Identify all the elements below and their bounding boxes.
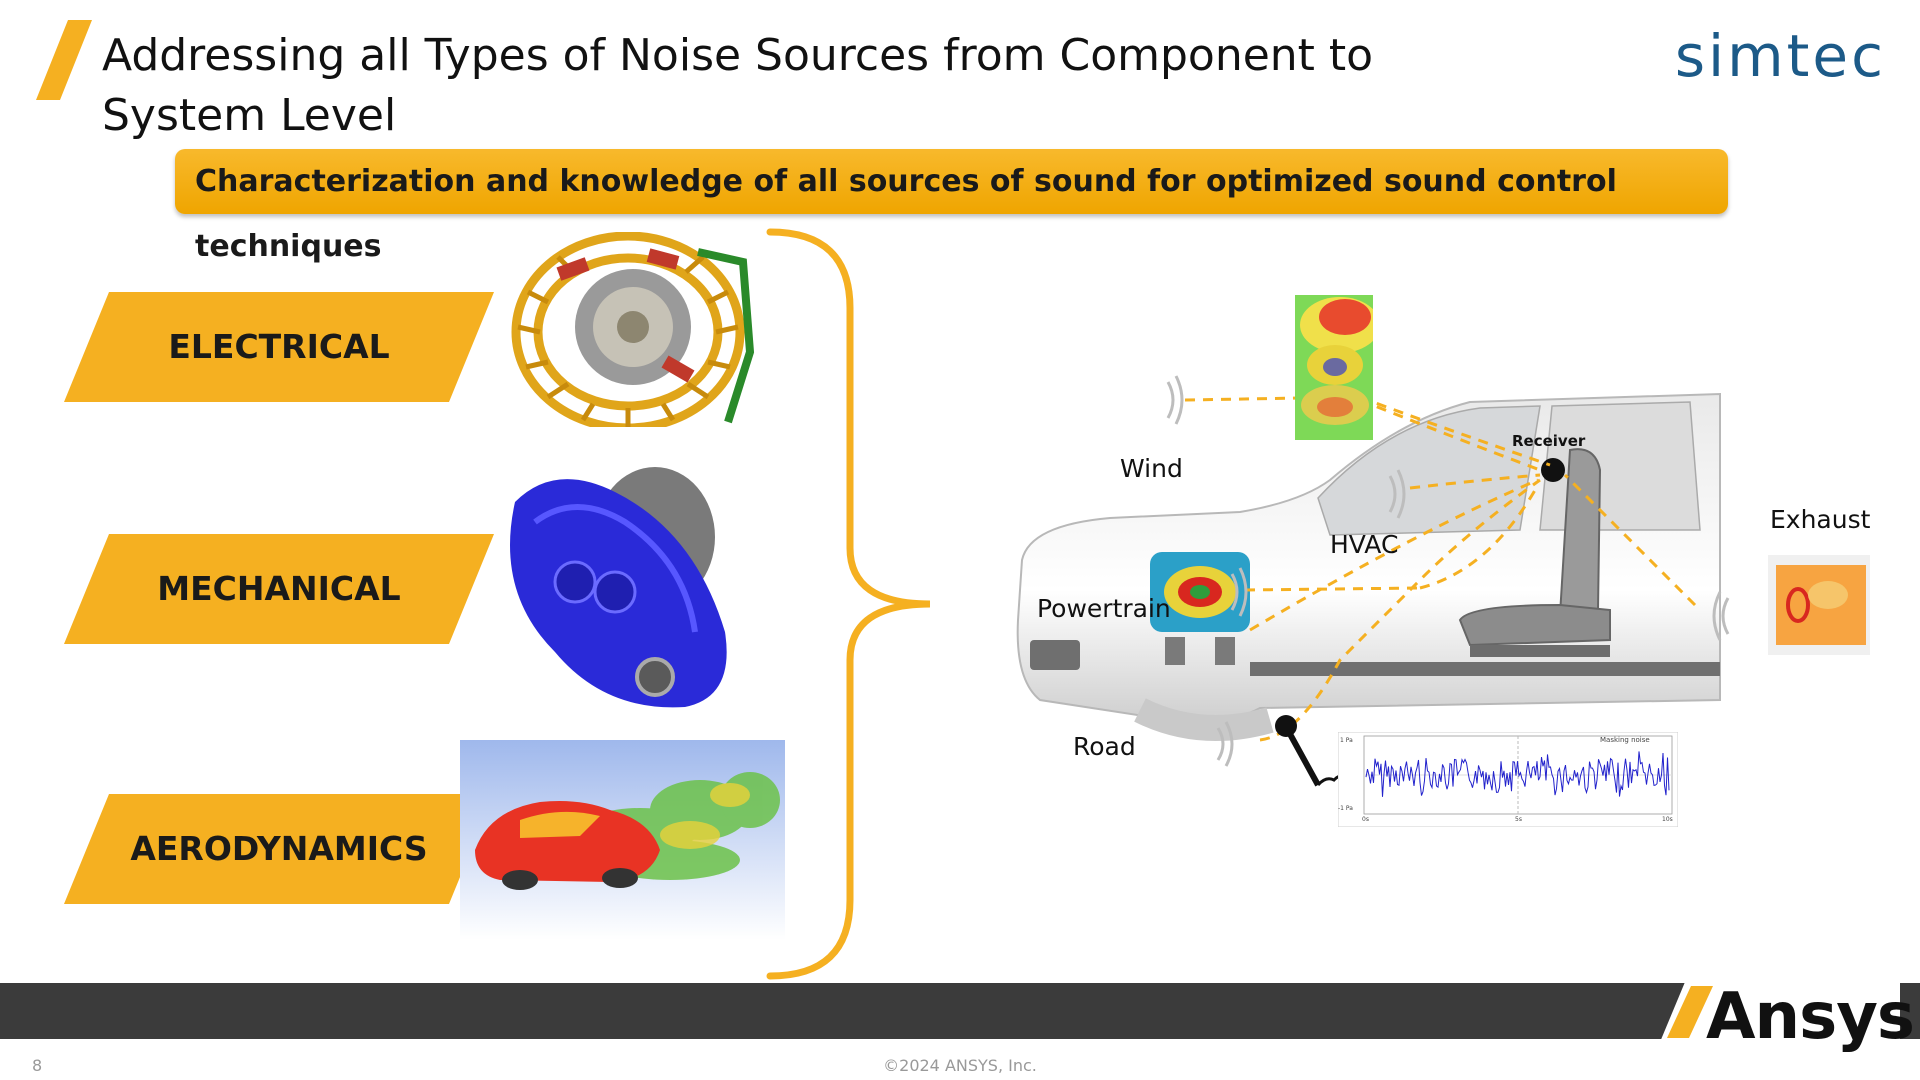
wind-label: Wind <box>1120 454 1183 483</box>
waveform-x-tick: 10s <box>1662 816 1673 823</box>
masking-noise-waveform-plot <box>1338 732 1678 827</box>
electric-motor-winding-image <box>511 232 755 427</box>
copyright-text: ©2024 ANSYS, Inc. <box>883 1056 1037 1075</box>
exhaust-component-image <box>1768 555 1870 655</box>
slide-title: Addressing all Types of Noise Sources fr… <box>102 30 1374 141</box>
hvac-label: HVAC <box>1330 530 1399 559</box>
wind-pressure-contour-image <box>1295 295 1373 440</box>
grouping-brace <box>766 228 931 980</box>
category-electrical-label: ELECTRICAL <box>168 327 390 366</box>
subtitle-banner: Characterization and knowledge of all so… <box>175 149 1728 264</box>
waveform-y-top: 1 Pa <box>1340 737 1353 744</box>
page-number: 8 <box>32 1056 43 1075</box>
category-mechanical: MECHANICAL <box>64 534 494 644</box>
category-electrical: ELECTRICAL <box>64 292 494 402</box>
ansys-logo-mark <box>1655 982 1900 1054</box>
category-aerodynamics: AERODYNAMICS <box>64 794 494 904</box>
waveform-x-tick: 0s <box>1362 816 1369 823</box>
exhaust-label: Exhaust <box>1770 505 1871 534</box>
title-accent-slash <box>36 20 92 100</box>
powertrain-label: Powertrain <box>1037 594 1171 623</box>
gearbox-housing-image <box>510 467 727 708</box>
road-label: Road <box>1073 732 1136 761</box>
waveform-x-tick: 5s <box>1515 816 1522 823</box>
simtec-logo: simtec <box>1674 22 1886 90</box>
ansys-logo-text: Ansys <box>1706 980 1915 1054</box>
car-flow-simulation-image <box>460 740 785 940</box>
footer-bar <box>0 983 1920 1039</box>
receiver-label: Receiver <box>1512 432 1586 450</box>
vehicle-noise-diagram <box>1016 375 1730 787</box>
category-aerodynamics-label: AERODYNAMICS <box>130 829 428 868</box>
waveform-legend: Masking noise <box>1600 736 1650 744</box>
waveform-y-bottom: -1 Pa <box>1338 805 1353 812</box>
category-mechanical-label: MECHANICAL <box>157 569 401 608</box>
